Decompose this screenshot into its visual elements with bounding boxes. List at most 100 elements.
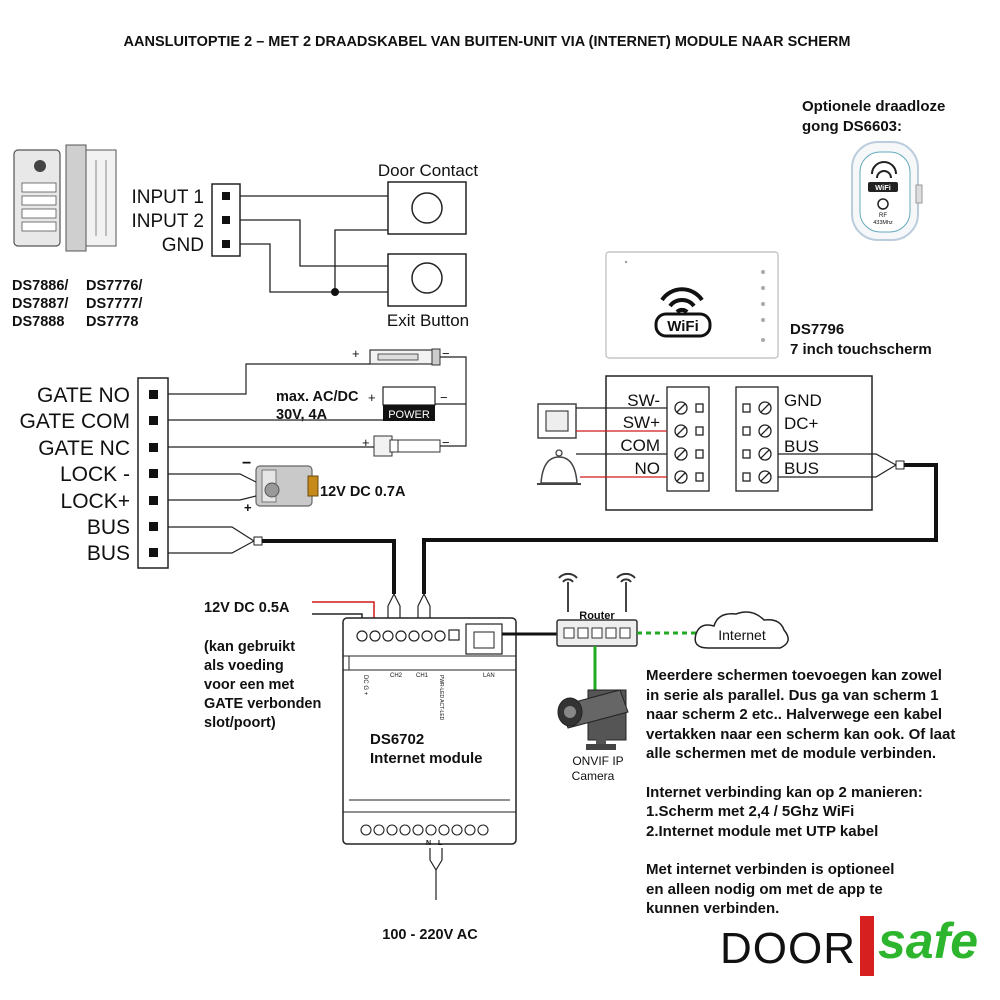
- minus-sign: −: [442, 346, 450, 361]
- note-line: (kan gebruikt: [204, 639, 295, 655]
- minus-sign: −: [442, 435, 450, 450]
- model-label: DS7887/: [12, 296, 68, 312]
- wire-connector: [253, 536, 263, 546]
- gate-wires: [168, 356, 467, 448]
- power-supply: POWER: [382, 386, 436, 421]
- ip-camera-image: [557, 689, 629, 750]
- wire-connector: [895, 460, 905, 470]
- terminal-label: GATE NC: [38, 437, 130, 460]
- mains-wires: [429, 848, 443, 900]
- chime-title: gong DS6603:: [802, 118, 902, 135]
- internet-module: [342, 617, 517, 845]
- model-label: DS7778: [86, 314, 138, 330]
- monitor-wifi-text: WiFi: [667, 318, 699, 335]
- mains-label: 100 - 220V AC: [382, 927, 478, 943]
- port-label: CH1: [416, 673, 429, 679]
- door-contact-label: Door Contact: [378, 161, 478, 180]
- port-label: LAN: [483, 673, 495, 679]
- cloud-icon: [694, 611, 789, 649]
- logo-text-door: DOOR: [720, 924, 856, 973]
- terminal-label: NO: [635, 459, 661, 478]
- module-power-label: 12V DC 0.5A: [204, 600, 290, 616]
- main-terminal-strip: [137, 377, 169, 569]
- note-paragraph: Met internet verbinden is optioneel en a…: [646, 860, 991, 919]
- module-description: Internet module: [370, 750, 483, 767]
- input-wires: [240, 195, 388, 293]
- note-line: slot/poort): [204, 715, 276, 731]
- gate-device-image: [373, 435, 441, 457]
- terminal-label: BUS: [87, 516, 130, 539]
- plus-sign: +: [352, 346, 360, 361]
- note-line: voor een met: [204, 677, 294, 693]
- terminal-label: GND: [162, 235, 204, 256]
- monitor-model: DS7796: [790, 321, 844, 338]
- minus-sign: −: [242, 455, 251, 472]
- main-terminal-labels: GATE NO GATE COM GATE NC LOCK - LOCK+ BU…: [20, 384, 130, 565]
- nl-label: L: [438, 840, 443, 847]
- lock-spec: 12V DC 0.7A: [320, 484, 406, 500]
- terminal-label: SW-: [627, 391, 660, 410]
- chime-title: Optionele draadloze: [802, 98, 945, 115]
- note-line: als voeding: [204, 658, 284, 674]
- bell-button-image: [537, 403, 577, 439]
- monitor-input-wires: [576, 407, 667, 478]
- terminal-label: GATE COM: [20, 410, 130, 433]
- internet-label: Internet: [718, 627, 766, 643]
- terminal-label: INPUT 2: [131, 211, 204, 232]
- plus-sign: +: [244, 500, 252, 515]
- terminal-label: DC+: [784, 414, 819, 433]
- terminal-label: GATE NO: [37, 384, 130, 407]
- module-name: DS6702: [370, 731, 424, 748]
- note-line: Meerdere schermen toevoegen kan zowel: [646, 667, 942, 684]
- power-box-label: POWER: [388, 409, 430, 421]
- note-line: alle schermen met de module verbinden.: [646, 745, 937, 762]
- exit-button: [387, 253, 467, 307]
- terminal-label: SW+: [623, 413, 660, 432]
- note-line: 2.Internet module met UTP kabel: [646, 822, 879, 840]
- electric-lock-image: [255, 465, 319, 507]
- port-label: CH2: [390, 673, 403, 679]
- note-line: GATE verbonden: [204, 696, 321, 712]
- outdoor-unit-models: DS7886/ DS7887/ DS7888 DS7776/ DS7777/ D…: [12, 278, 142, 330]
- bus-wires-outdoor: [168, 526, 255, 554]
- terminal-label: BUS: [784, 459, 819, 478]
- monitor-description: 7 inch touchscherm: [790, 341, 932, 358]
- note-line: en alleen nodig om met de app te: [646, 880, 883, 898]
- wireless-chime-image: WiFi RF 433Mhz: [851, 141, 923, 241]
- model-label: DS7886/: [12, 278, 68, 294]
- exit-button-label: Exit Button: [387, 311, 469, 330]
- plus-sign: +: [362, 435, 370, 450]
- terminal-label: BUS: [87, 542, 130, 565]
- plus-sign: +: [368, 390, 376, 405]
- bus-cable: [262, 463, 938, 594]
- input-terminal-labels: INPUT 1 INPUT 2 GND: [131, 187, 204, 256]
- diagram-title: AANSLUITOPTIE 2 – MET 2 DRAADSKABEL VAN …: [124, 34, 851, 50]
- router-label: Router: [579, 610, 615, 622]
- model-label: DS7888: [12, 314, 64, 330]
- door-contact: [387, 181, 467, 235]
- monitor-left-terminal-labels: SW- SW+ COM NO: [620, 391, 660, 478]
- note-line: naar scherm 2 etc.. Halverwege een kabel: [646, 706, 942, 723]
- monitor-image: WiFi: [605, 251, 779, 359]
- chime-rf-text: RF: [879, 213, 887, 219]
- port-label: DC G +: [362, 675, 368, 696]
- nl-label: N: [426, 840, 431, 847]
- power-spec: max. AC/DC: [276, 389, 359, 405]
- power-spec: 30V, 4A: [276, 407, 328, 423]
- note-line: 1.Scherm met 2,4 / 5Ghz WiFi: [646, 803, 855, 820]
- note-paragraph: Internet verbinding kan op 2 manieren: 1…: [646, 783, 991, 842]
- bell-icon: [537, 449, 581, 485]
- minus-sign: −: [440, 390, 448, 405]
- logo-text-safe: safe: [878, 913, 979, 969]
- terminal-label: LOCK+: [61, 490, 130, 513]
- outdoor-unit-image: [13, 144, 117, 252]
- note-line: vertakken naar een scherm kan ook. Of la…: [646, 725, 956, 743]
- note-line: Internet verbinding kan op 2 manieren:: [646, 783, 923, 801]
- terminal-label: LOCK -: [60, 463, 130, 486]
- module-power-note: (kan gebruikt als voeding voor een met G…: [204, 639, 321, 731]
- chime-freq-text: 433Mhz: [873, 220, 893, 226]
- monitor-right-terminals: [735, 386, 779, 492]
- junction-dot: [331, 288, 339, 296]
- input-terminal-strip: [211, 183, 241, 257]
- monitor-left-terminals: [666, 386, 710, 492]
